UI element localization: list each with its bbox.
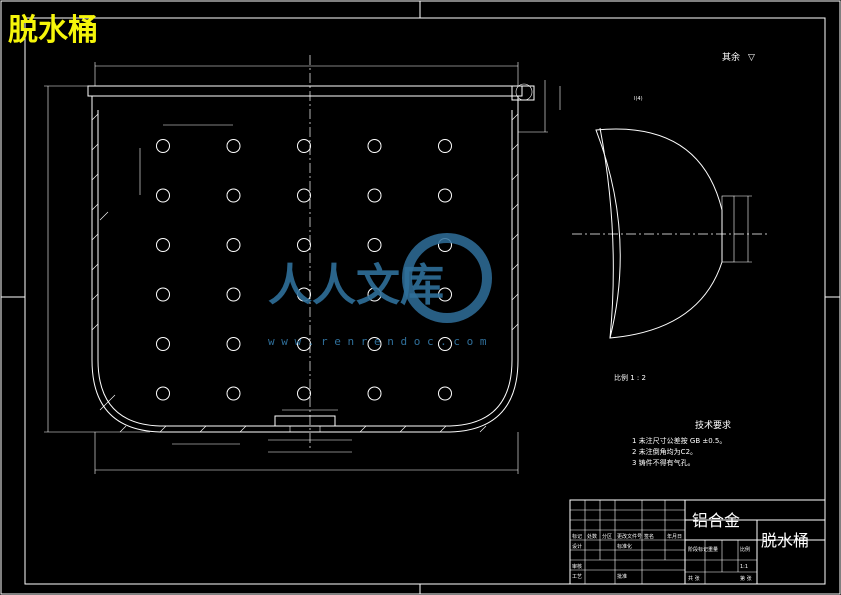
title-block-label: 年月日 — [667, 533, 682, 540]
detail-view — [572, 127, 770, 339]
wall-hatching — [91, 113, 519, 433]
drain-hole — [226, 386, 241, 401]
drain-hole — [438, 139, 452, 153]
tech-req-item: 2 未注倒角均为C2。 — [632, 447, 697, 456]
title-block-labels: 标记处数分区更改文件号签名 年月日设计 标准化 阶段标记重量 比例审核工艺 批准 共 张 第 … — [572, 533, 752, 582]
drain-hole — [297, 287, 311, 302]
detail-scale: 比例 1 : 2 — [614, 373, 646, 382]
drain-hole — [156, 386, 170, 401]
title-block-label: 重量 — [708, 546, 718, 553]
drain-hole — [367, 386, 382, 401]
tech-req-item: 1 未注尺寸公差按 GB ±0.5。 — [632, 436, 726, 445]
title-block-label: 更改文件号 — [617, 533, 642, 540]
title-block — [569, 499, 826, 585]
drain-hole — [226, 337, 241, 351]
drain-hole — [156, 139, 170, 153]
title-block-label: 设计 — [572, 543, 582, 550]
title-block-label: 签名 — [644, 533, 654, 540]
part-name-label: 脱水桶 — [761, 531, 809, 550]
drain-hole — [367, 337, 382, 351]
scale-value: 1:1 — [740, 564, 748, 570]
drain-hole — [226, 139, 241, 153]
drain-hole — [367, 139, 382, 153]
title-block-label: 比例 — [740, 546, 750, 553]
title-block-label: 共 张 — [688, 575, 700, 582]
drain-hole-grid — [156, 139, 452, 401]
inner-frame — [24, 17, 826, 585]
drain-hole — [438, 287, 452, 302]
title-block-label: 审核 — [572, 563, 582, 570]
title-block-label: 分区 — [602, 533, 612, 540]
drain-hole — [156, 238, 170, 252]
watermark-logo-icon — [402, 233, 492, 323]
detail-label: I(4) — [634, 96, 643, 102]
title-block-label: 工艺 — [572, 574, 582, 580]
title-block-label: 处数 — [587, 533, 597, 540]
drain-hole — [156, 188, 170, 203]
drawing-title: 脱水桶 — [8, 13, 98, 48]
drain-hole — [297, 386, 311, 401]
roughness-note: 其余 — [722, 51, 740, 63]
tech-req-heading: 技术要求 — [695, 419, 731, 431]
drain-hole — [438, 386, 452, 401]
drain-hole — [297, 188, 311, 203]
drain-hole — [367, 238, 382, 252]
bucket-section-view — [44, 55, 561, 474]
drain-hole — [156, 337, 170, 351]
drain-hole — [297, 238, 311, 252]
title-block-label: 标记 — [572, 533, 582, 540]
roughness-symbol: ▽ — [748, 53, 755, 63]
watermark: 人人文库 w w w . r e n r e n d o c . c o m — [268, 233, 492, 348]
drain-hole — [226, 287, 241, 302]
drain-hole — [156, 287, 170, 302]
drain-hole — [297, 337, 311, 351]
drain-hole — [367, 188, 382, 203]
material-label: 铝合金 — [692, 511, 740, 530]
tech-req-item: 3 铸件不得有气孔。 — [632, 458, 695, 467]
drain-hole — [297, 139, 311, 153]
title-block-label: 批准 — [617, 573, 627, 580]
watermark-text: 人人文库 — [268, 260, 444, 311]
drain-hole — [438, 188, 452, 203]
drain-hole — [367, 287, 382, 302]
drain-hole — [226, 238, 241, 252]
drain-hole — [438, 337, 452, 351]
title-block-label: 标准化 — [617, 543, 632, 550]
title-block-label: 第 张 — [740, 575, 752, 582]
title-block-label: 阶段标记 — [688, 546, 708, 553]
drain-hole — [226, 188, 241, 203]
watermark-url: w w w . r e n r e n d o c . c o m — [268, 335, 487, 348]
